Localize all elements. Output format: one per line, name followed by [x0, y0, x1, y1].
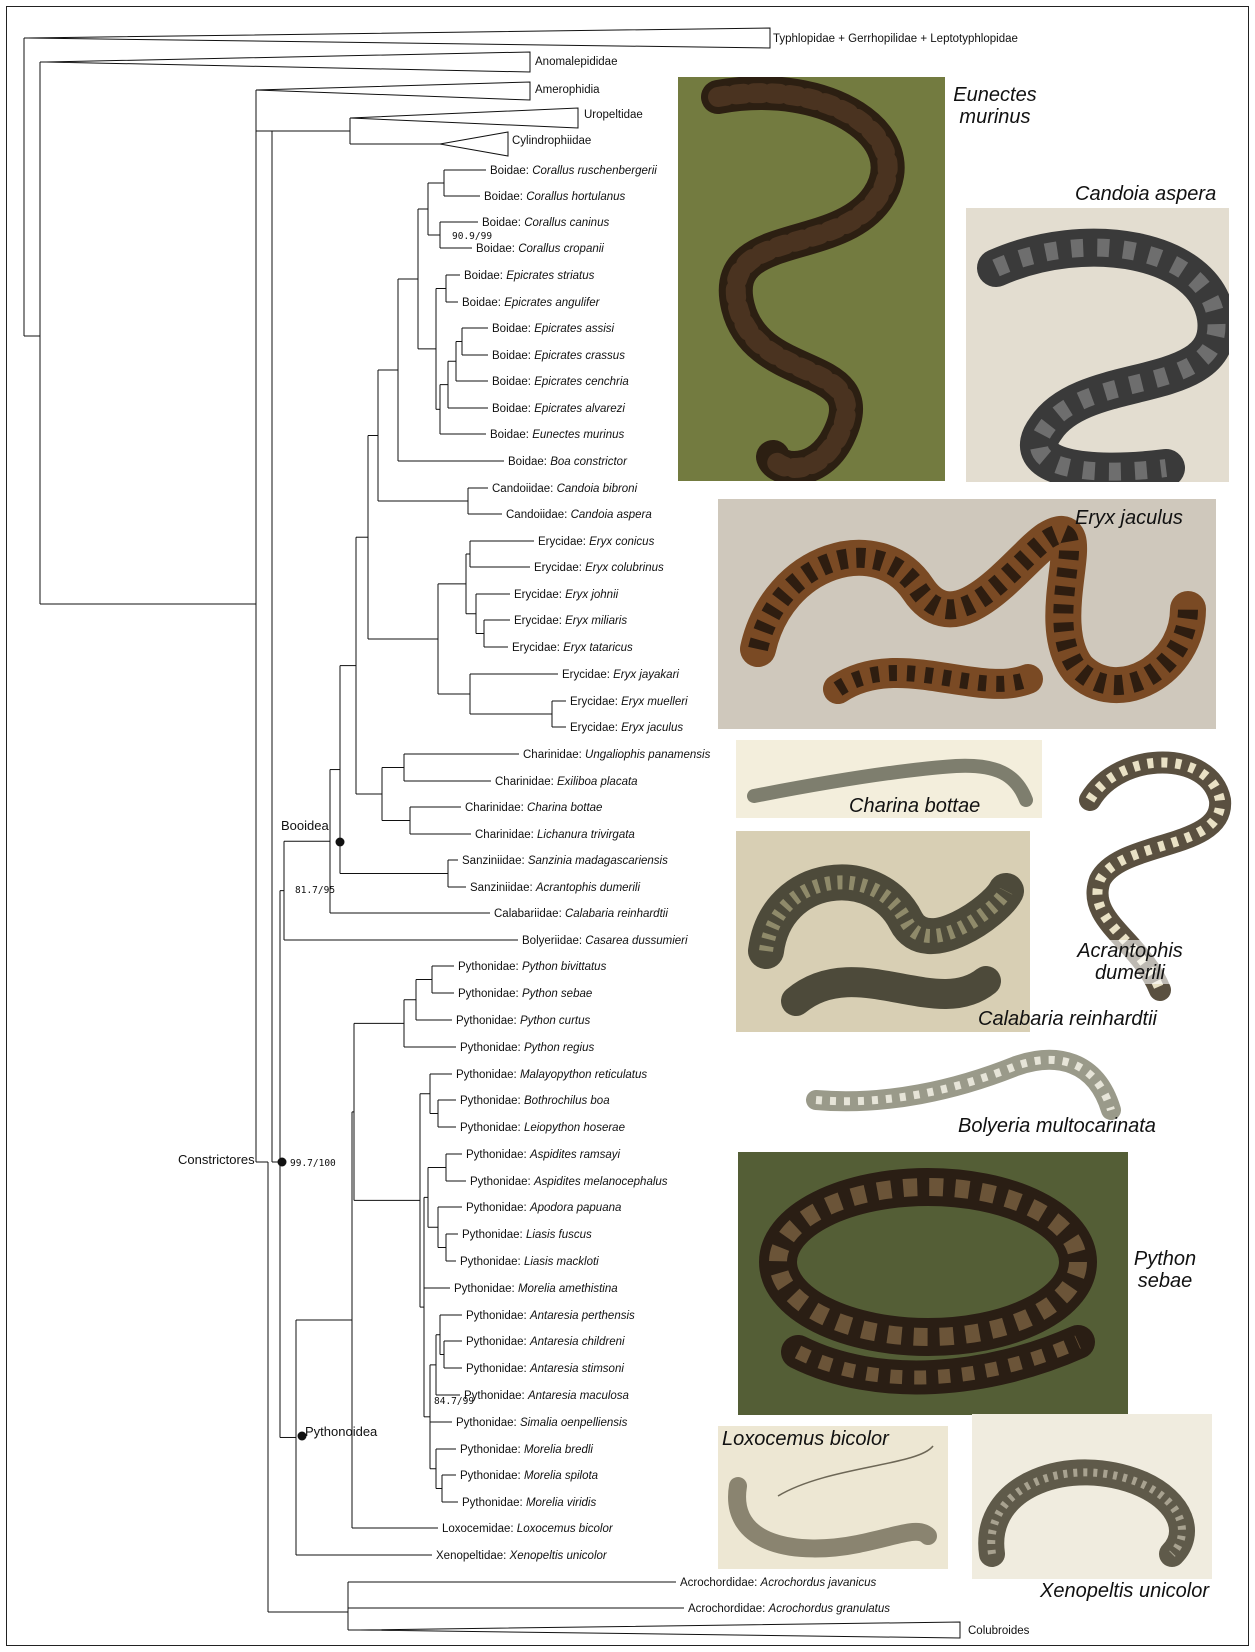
tip-label: Pythonidae: Leiopython hoserae: [460, 1122, 625, 1134]
tip-label: Candoiidae: Candoia bibroni: [492, 483, 638, 495]
tip-label: Charinidae: Lichanura trivirgata: [475, 829, 635, 841]
label-python-sebae: Python sebae: [1125, 1248, 1205, 1292]
label-eryx-jaculus: Eryx jaculus: [1075, 507, 1183, 529]
tip-label: Boidae: Boa constrictor: [508, 456, 628, 468]
tip-label: Pythonidae: Morelia spilota: [460, 1470, 598, 1482]
tip-label: Pythonidae: Bothrochilus boa: [460, 1095, 610, 1107]
node-dot-booidea: [336, 838, 345, 847]
tip-label: Pythonidae: Antaresia stimsoni: [466, 1363, 624, 1375]
tip-label: Boidae: Epicrates crassus: [492, 350, 625, 362]
tip-label: Charinidae: Ungaliophis panamensis: [523, 749, 711, 761]
tip-label: Pythonidae: Antaresia maculosa: [464, 1390, 629, 1402]
collapsed-clade-triangle: [350, 108, 578, 128]
tip-label: Erycidae: Eryx tataricus: [512, 642, 633, 654]
node-dot-pythonoidea: [298, 1432, 307, 1441]
tip-label: Pythonidae: Morelia amethistina: [454, 1283, 618, 1295]
tip-label: Pythonidae: Liasis mackloti: [460, 1256, 599, 1268]
tip-label: Boidae: Epicrates assisi: [492, 323, 615, 335]
tip-label: Boidae: Corallus hortulanus: [484, 191, 626, 203]
tip-label: Boidae: Epicrates striatus: [464, 270, 595, 282]
tip-label: Sanziniidae: Sanzinia madagascariensis: [462, 855, 668, 867]
tip-label: Pythonidae: Python regius: [460, 1042, 595, 1054]
tip-label: Pythonidae: Liasis fuscus: [462, 1229, 592, 1241]
tip-label: Loxocemidae: Loxocemus bicolor: [442, 1523, 614, 1535]
tip-label: Charinidae: Charina bottae: [465, 802, 602, 814]
label-eunectes-murinus: Eunectes murinus: [945, 84, 1045, 128]
clade-label-uropeltidae: Uropeltidae: [584, 109, 643, 121]
node-dot-constrictores: [278, 1158, 287, 1167]
label-xenopeltis-unicolor: Xenopeltis unicolor: [1040, 1580, 1209, 1602]
collapsed-clade-triangle: [256, 82, 530, 100]
tip-label: Boidae: Epicrates cenchria: [492, 376, 629, 388]
tip-label: Boidae: Epicrates angulifer: [462, 297, 601, 309]
clade-label-cylindrophiidae: Cylindrophiidae: [512, 135, 591, 147]
tip-label: Pythonidae: Python sebae: [458, 988, 592, 1000]
tip-label: Xenopeltidae: Xenopeltis unicolor: [436, 1550, 608, 1562]
tip-label: Pythonidae: Antaresia childreni: [466, 1336, 625, 1348]
tip-label: Pythonidae: Simalia oenpelliensis: [456, 1417, 628, 1429]
support-booidea: 81.7/95: [295, 885, 335, 896]
tip-label: Pythonidae: Morelia bredli: [460, 1444, 593, 1456]
tip-label: Pythonidae: Morelia viridis: [462, 1497, 596, 1509]
label-bolyeria-multocarinata: Bolyeria multocarinata: [958, 1115, 1156, 1137]
label-calabaria-reinhardtii: Calabaria reinhardtii: [978, 1008, 1157, 1030]
tip-label: Pythonidae: Python bivittatus: [458, 961, 607, 973]
clade-label-scolecophidia: Typhlopidae + Gerrhopilidae + Leptotyphl…: [773, 33, 1018, 45]
tip-label: Pythonidae: Aspidites ramsayi: [466, 1149, 620, 1161]
tip-label: Calabariidae: Calabaria reinhardtii: [494, 908, 668, 920]
support-constrictores: 99.7/100: [290, 1158, 336, 1169]
node-label-constrictores: Constrictores: [178, 1152, 255, 1167]
tip-label: Bolyeriidae: Casarea dussumieri: [522, 935, 688, 947]
collapsed-clade-triangle: [28, 28, 770, 48]
tip-label: Candoiidae: Candoia aspera: [506, 509, 652, 521]
tip-label: Erycidae: Eryx jaculus: [570, 722, 683, 734]
tip-label: Erycidae: Eryx colubrinus: [534, 562, 664, 574]
clade-label-amerophidia: Amerophidia: [535, 84, 600, 96]
tip-label: Pythonidae: Aspidites melanocephalus: [470, 1176, 668, 1188]
photo-xenopeltis-unicolor: [972, 1414, 1212, 1579]
photo-candoia-aspera: [966, 208, 1229, 482]
photo-eryx-jaculus: [718, 499, 1216, 729]
tip-label: Pythonidae: Apodora papuana: [466, 1202, 621, 1214]
tip-label: Charinidae: Exiliboa placata: [495, 776, 638, 788]
clade-label-anomalepididae: Anomalepididae: [535, 56, 617, 68]
node-label-pythonoidea: Pythonoidea: [305, 1424, 378, 1439]
tip-label: Erycidae: Eryx johnii: [514, 589, 619, 601]
label-acrantophis-dumerili: Acrantophis dumerili: [1070, 940, 1190, 984]
collapsed-clade-triangle: [440, 132, 508, 156]
tip-label: Acrochordidae: Acrochordus granulatus: [688, 1603, 890, 1615]
tip-label: Boidae: Epicrates alvarezi: [492, 403, 625, 415]
photo-eunectes-murinus: [678, 77, 945, 481]
tip-label: Pythonidae: Malayopython reticulatus: [456, 1069, 647, 1081]
tip-label: Pythonidae: Antaresia perthensis: [466, 1310, 635, 1322]
support-corallus: 90.9/99: [452, 231, 492, 242]
clade-label-colubroides: Colubroides: [968, 1625, 1030, 1637]
tip-label: Erycidae: Eryx jayakari: [562, 669, 679, 681]
support-pythonid: 84.7/99: [434, 1396, 474, 1407]
tip-label: Boidae: Eunectes murinus: [490, 429, 624, 441]
tip-label: Boidae: Corallus ruschenbergerii: [490, 165, 657, 177]
label-candoia-aspera: Candoia aspera: [1075, 183, 1216, 205]
collapsed-clade-triangle: [360, 1622, 960, 1638]
tip-label: Pythonidae: Python curtus: [456, 1015, 591, 1027]
tip-label: Erycidae: Eryx miliaris: [514, 615, 627, 627]
photo-calabaria-reinhardtii: [736, 831, 1030, 1032]
tip-label: Boidae: Corallus caninus: [482, 217, 609, 229]
tip-label: Erycidae: Eryx conicus: [538, 536, 655, 548]
tip-label: Erycidae: Eryx muelleri: [570, 696, 688, 708]
label-charina-bottae: Charina bottae: [849, 795, 980, 817]
label-loxocemus-bicolor: Loxocemus bicolor: [722, 1428, 889, 1450]
tip-label: Boidae: Corallus cropanii: [476, 243, 604, 255]
node-label-booidea: Booidea: [281, 818, 329, 833]
tip-label: Sanziniidae: Acrantophis dumerili: [470, 882, 640, 894]
collapsed-clade-triangle: [46, 52, 530, 72]
tip-label: Acrochordidae: Acrochordus javanicus: [680, 1577, 876, 1589]
photo-python-sebae: [738, 1152, 1128, 1415]
